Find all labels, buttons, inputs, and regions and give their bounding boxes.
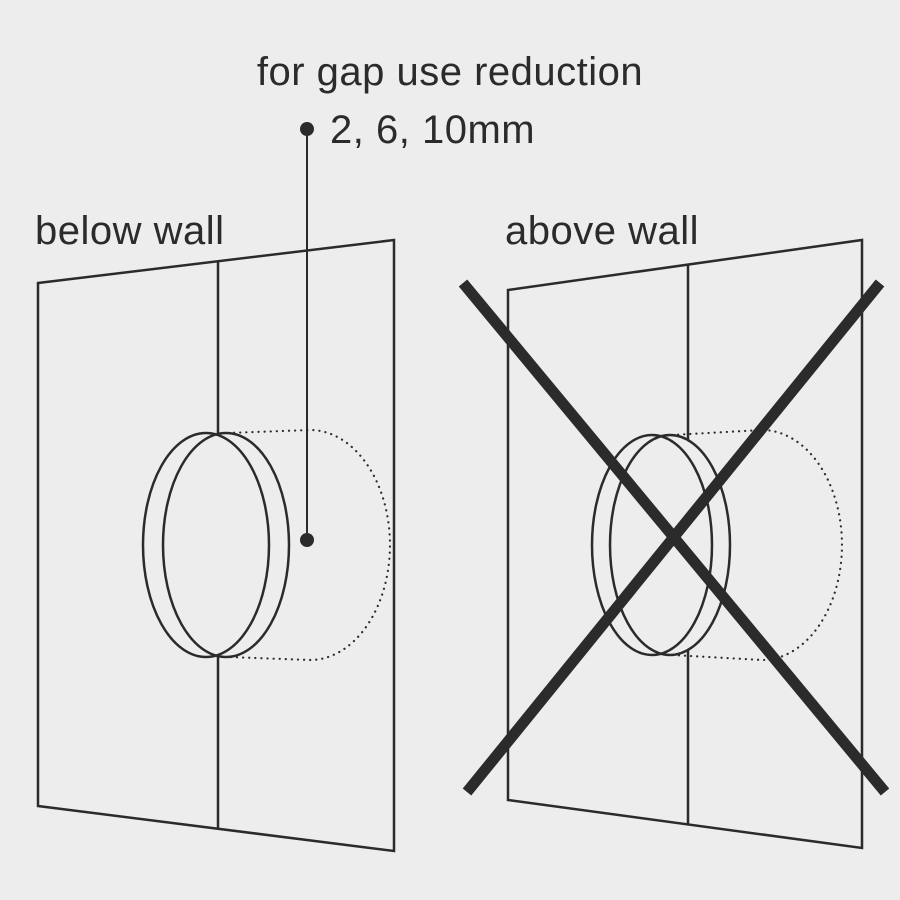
socket-back-ellipse xyxy=(161,431,291,659)
leader-end-dot xyxy=(300,533,314,547)
socket-back-ellipse xyxy=(608,433,732,657)
x-stroke-2 xyxy=(462,279,885,796)
socket-front-ellipse xyxy=(141,431,271,659)
wall-panel xyxy=(36,238,396,853)
socket-front-ellipse xyxy=(590,433,714,657)
recess-depth-dotted-outline xyxy=(226,428,392,662)
annotation-title-text: for gap use reduction xyxy=(257,50,643,94)
bullet-dot-icon xyxy=(300,122,314,136)
above-wall-figure: above wall xyxy=(458,209,890,850)
above-wall-label: above wall xyxy=(505,209,699,253)
wall-panel xyxy=(506,238,864,850)
below-wall-figure: below wall xyxy=(35,209,396,853)
gap-annotation: for gap use reduction 2, 6, 10mm xyxy=(257,50,643,547)
annotation-values-text: 2, 6, 10mm xyxy=(330,108,535,152)
below-wall-label: below wall xyxy=(35,209,225,253)
recess-depth-dotted-outline xyxy=(670,428,844,662)
prohibition-x-icon xyxy=(458,279,890,796)
